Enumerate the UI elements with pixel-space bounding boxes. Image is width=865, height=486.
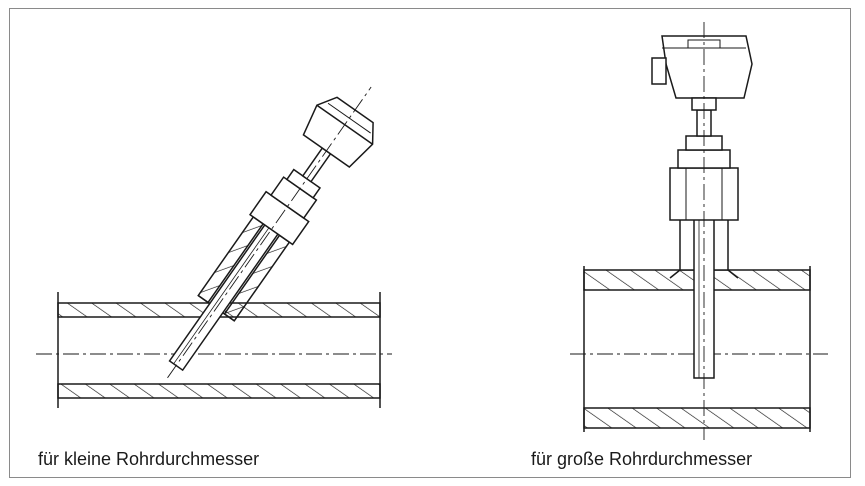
caption-small-pipe: für kleine Rohrdurchmesser [38,449,260,469]
small-pipe-assembly [36,86,392,408]
large-pipe-assembly [570,22,828,440]
angled-thermowell [167,86,374,379]
vertical-thermowell [651,22,753,440]
caption-large-pipe: für große Rohrdurchmesser [531,449,753,469]
